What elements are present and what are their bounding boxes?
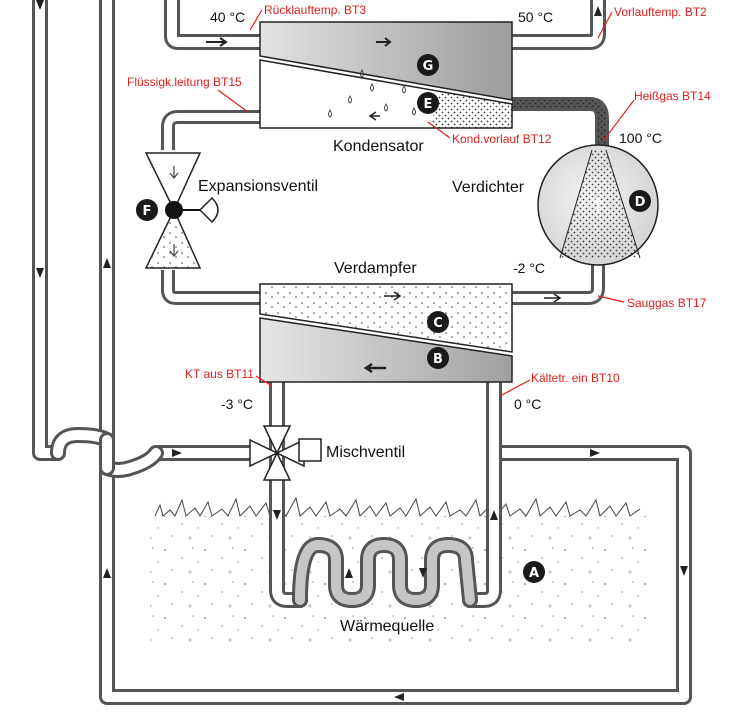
label-verdampfer: Verdampfer: [334, 260, 417, 277]
badge-g: G: [417, 54, 439, 76]
temp-100: 100 °C: [619, 130, 662, 146]
sensor-bt11: KT aus BT11: [185, 367, 254, 381]
sensor-bt15: Flüssigk.leitung BT15: [127, 75, 242, 89]
heating-circuit-pipe: [32, 0, 692, 705]
mixing-valve: [249, 425, 322, 481]
temp-minus-2: -2 °C: [513, 260, 545, 276]
badge-d: D: [629, 190, 651, 212]
label-kondensator: Kondensator: [333, 138, 424, 155]
condenser: [206, 21, 513, 129]
condensate-drops: [328, 69, 416, 118]
sensor-bt17: Sauggas BT17: [627, 296, 707, 310]
label-verdichter: Verdichter: [452, 179, 525, 196]
expansion-valve: [144, 152, 219, 269]
label-mischventil: Mischventil: [326, 444, 405, 461]
hot-water-pipe: [164, 0, 606, 50]
sensor-bt3: Rücklauftemp. BT3: [264, 3, 366, 17]
sensor-bt12: Kond.vorlauf BT12: [452, 132, 552, 146]
sensor-bt10: Kältetr. ein BT10: [531, 371, 620, 385]
temp-0: 0 °C: [514, 396, 541, 412]
svg-text:F: F: [143, 204, 152, 219]
sensor-bt2: Vorlauftemp. BT2: [614, 5, 707, 19]
svg-text:C: C: [433, 316, 443, 331]
badge-c: C: [427, 311, 449, 333]
badge-b: B: [427, 347, 449, 369]
svg-text:A: A: [529, 566, 539, 581]
refrigerant-pipes: [161, 97, 609, 305]
temp-minus-3: -3 °C: [221, 396, 253, 412]
svg-text:E: E: [424, 97, 433, 112]
label-expansionsventil: Expansionsventil: [198, 178, 318, 195]
badge-a: A: [523, 561, 545, 583]
sensor-bt14: Heißgas BT14: [634, 89, 711, 103]
label-waermequelle: Wärmequelle: [340, 618, 434, 635]
sensor-leaders: [217, 9, 635, 397]
badge-e: E: [417, 92, 439, 114]
temp-40: 40 °C: [210, 9, 245, 25]
evaporator: [259, 283, 562, 383]
svg-text:G: G: [423, 59, 434, 74]
svg-text:D: D: [635, 195, 646, 210]
flow-arrows: [36, 0, 688, 701]
svg-text:B: B: [433, 352, 443, 367]
temp-50: 50 °C: [518, 9, 553, 25]
compressor: [537, 144, 659, 266]
badge-f: F: [136, 199, 158, 221]
brine-pipes: [269, 370, 502, 608]
